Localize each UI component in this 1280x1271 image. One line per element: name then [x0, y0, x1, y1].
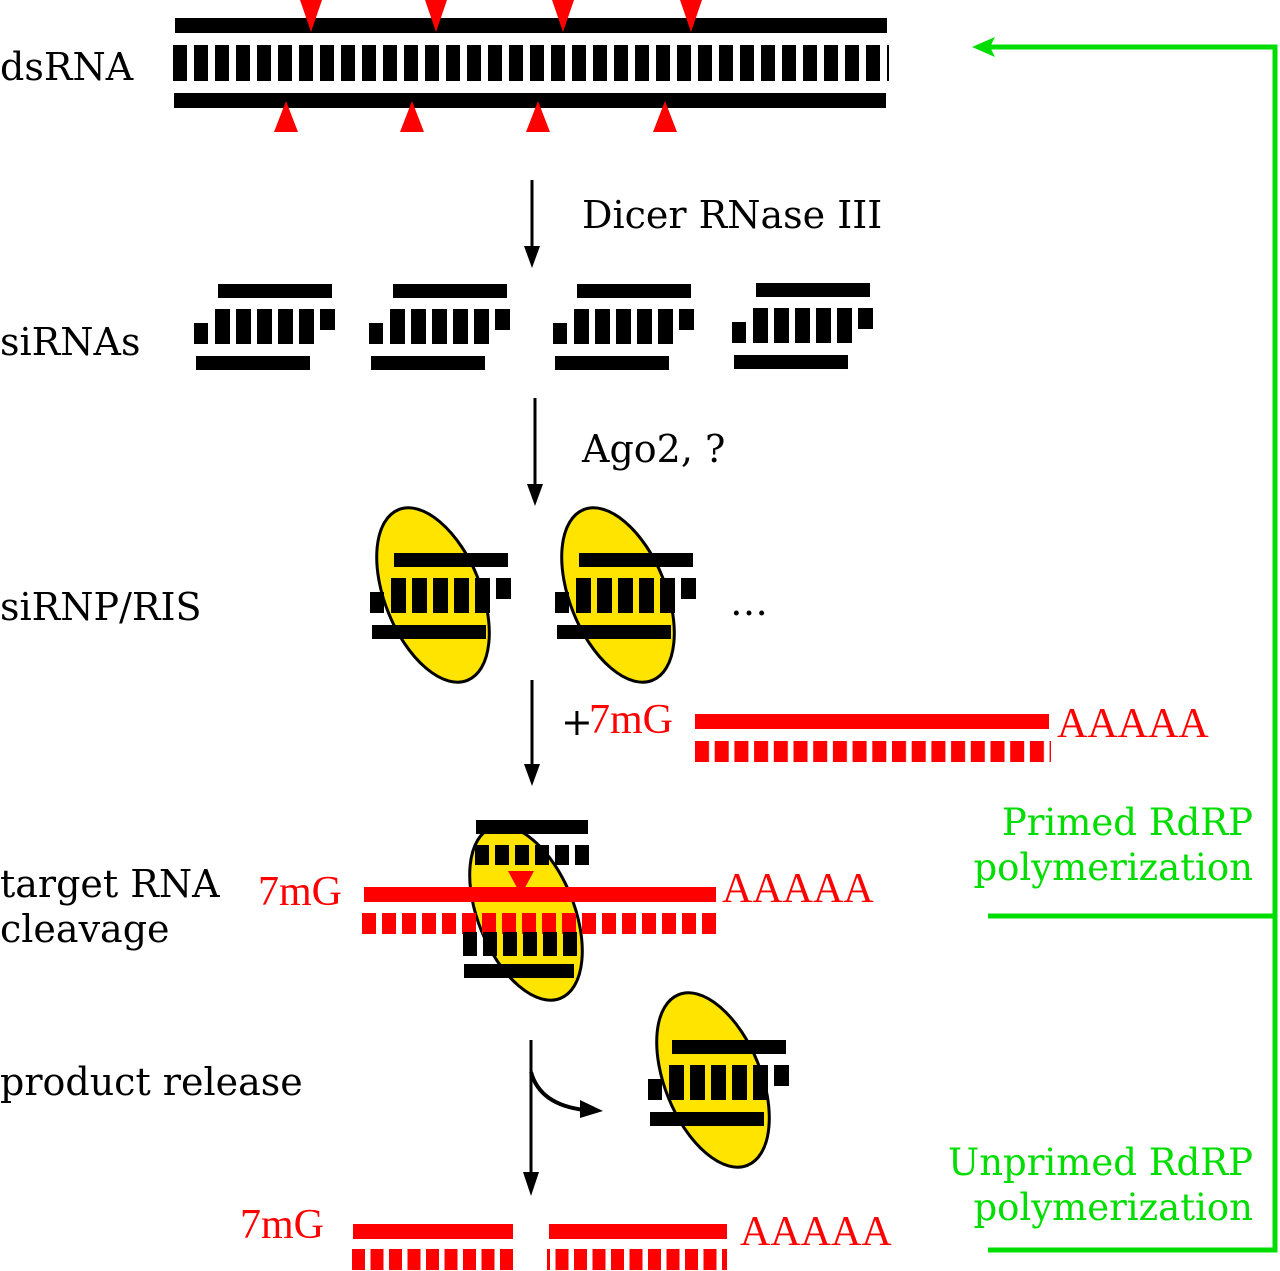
mrna-cap-label: 7mG — [589, 697, 673, 743]
passenger-strand — [476, 820, 588, 834]
step-label-ago2: Ago2, ? — [581, 427, 725, 471]
risc-complex — [370, 506, 511, 684]
dsrna-antisense-strand — [174, 93, 886, 108]
stage-label-sirnp: siRNP/RIS — [0, 585, 202, 629]
cut-site-arrow-down — [425, 0, 447, 32]
sirnp-stage: siRNP/RIS … — [0, 506, 768, 684]
mrna-bases — [695, 741, 1051, 762]
target-cap-label: 7mG — [258, 869, 342, 915]
cleaved-products: 7mG AAAAA — [240, 1202, 892, 1270]
arrowhead-icon — [580, 1100, 603, 1118]
target-strand — [364, 887, 716, 902]
stage-label-cleavage-1: target RNA — [0, 862, 220, 906]
sirna-duplex — [194, 284, 335, 370]
primed-rdrp-label-1: Primed RdRP — [1002, 801, 1253, 844]
cleavage-stage: target RNA cleavage 7mG AAAAA — [0, 820, 874, 1002]
cut-site-arrow-down — [680, 0, 702, 32]
target-polya-label: AAAAA — [722, 866, 874, 912]
arrowhead-icon — [524, 246, 540, 268]
cut-site-arrow-up — [400, 101, 424, 132]
step-label-dicer: Dicer RNase III — [582, 193, 882, 237]
stage-label-dsrna: dsRNA — [0, 45, 134, 89]
mrna-polya-label: AAAAA — [1057, 701, 1209, 747]
cut-site-arrow-up — [526, 101, 550, 132]
product-5-prime-strand — [353, 1224, 513, 1239]
cleavage-site-icon — [508, 871, 534, 895]
target-bases — [362, 913, 718, 934]
released-risc — [648, 991, 789, 1169]
sirna-bases-bottom — [463, 932, 577, 956]
left-arrow-icon — [972, 37, 995, 57]
product-5-prime-bases — [352, 1249, 517, 1270]
mrna-strand — [695, 714, 1049, 729]
sirna-duplex — [553, 284, 694, 370]
sirna-duplex — [369, 284, 510, 370]
arrowhead-icon — [527, 484, 543, 506]
cut-site-arrow-up — [274, 101, 298, 132]
sirnas-stage: siRNAs — [0, 283, 873, 370]
release-stage: product release 7mG AAAAA — [0, 991, 892, 1270]
unprimed-rdrp-label-1: Unprimed RdRP — [948, 1141, 1253, 1184]
rdrp-feedback-loop: Primed RdRP polymerization Unprimed RdRP… — [948, 37, 1278, 1253]
guide-strand — [464, 964, 574, 978]
risc-complex — [555, 506, 696, 684]
sirna-bases-top — [475, 845, 589, 865]
dsrna-sense-strand — [175, 18, 887, 33]
product-polya-label: AAAAA — [740, 1209, 892, 1255]
feedback-line — [988, 44, 1278, 1253]
cut-site-arrow-down — [300, 0, 322, 32]
stage-label-release: product release — [0, 1060, 303, 1104]
dsrna-base-pairs — [173, 45, 889, 81]
product-3-prime-bases — [547, 1249, 727, 1270]
dicer-cut-sites — [274, 0, 702, 132]
cut-site-arrow-down — [552, 0, 574, 32]
product-cap-label: 7mG — [240, 1202, 324, 1248]
cut-site-arrow-up — [653, 101, 677, 132]
step-ago2: Ago2, ? — [527, 398, 725, 506]
dsrna-stage: dsRNA — [0, 0, 889, 132]
unprimed-rdrp-label-2: polymerization — [973, 1186, 1253, 1229]
plus-sign: + — [561, 700, 593, 744]
product-3-prime-strand — [549, 1224, 727, 1239]
arrowhead-icon — [524, 764, 540, 786]
dsrna-duplex — [173, 18, 889, 108]
arrowhead-icon — [523, 1172, 539, 1196]
step-dicer: Dicer RNase III — [524, 180, 882, 268]
primed-rdrp-label-2: polymerization — [973, 846, 1253, 889]
release-curve-arrow-icon — [529, 1071, 586, 1112]
step-target-binding: + 7mG AAAAA — [524, 680, 1209, 786]
stage-label-cleavage-2: cleavage — [0, 907, 170, 951]
stage-label-sirnas: siRNAs — [0, 320, 140, 364]
sirna-duplex — [732, 283, 873, 369]
more-complexes-ellipsis: … — [730, 580, 768, 624]
